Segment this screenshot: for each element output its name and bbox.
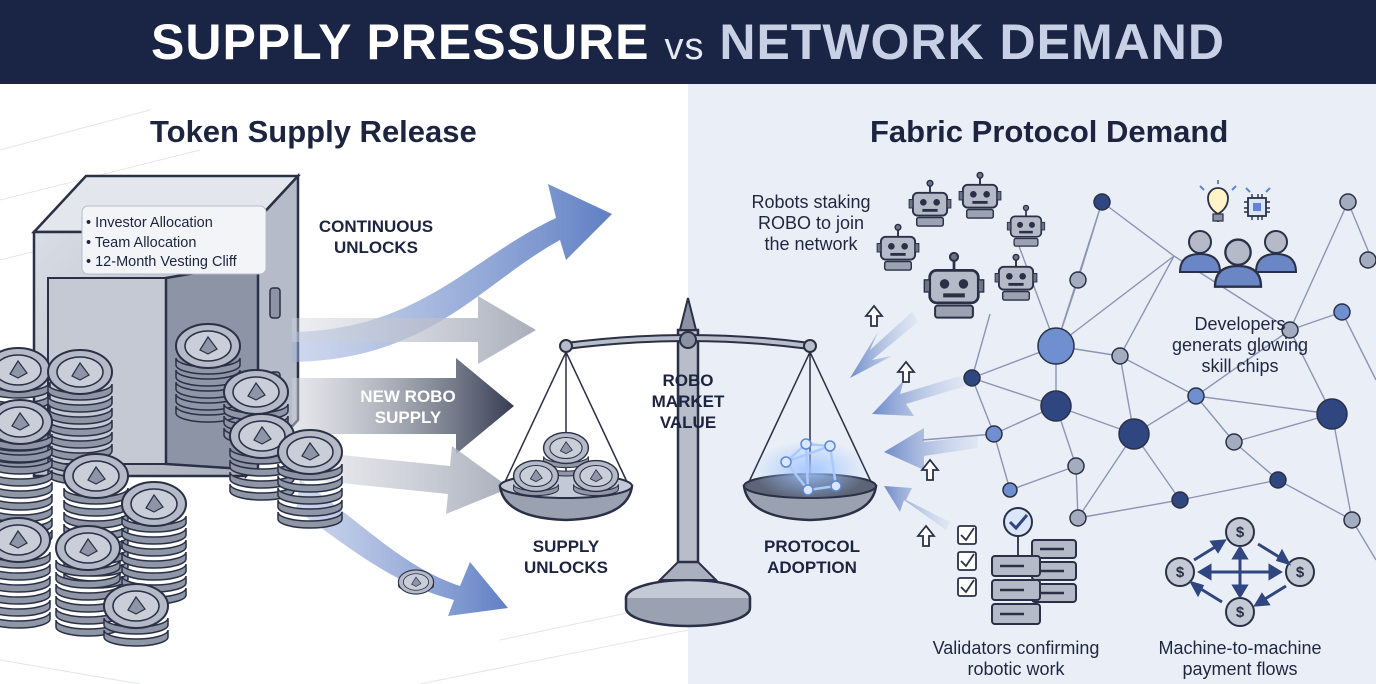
vault-item: • Team Allocation bbox=[86, 234, 197, 251]
validators-caption: Validators confirming robotic work bbox=[918, 638, 1114, 680]
chip-icon bbox=[1244, 187, 1271, 220]
gray-flow-arrow-lower bbox=[292, 446, 510, 514]
label-line: MARKET bbox=[651, 392, 725, 411]
vault-item-text: Team Allocation bbox=[94, 234, 197, 251]
new-supply-arrow bbox=[292, 358, 514, 454]
right-section-heading: Fabric Protocol Demand bbox=[870, 114, 1229, 149]
caption-line: generats glowing bbox=[1171, 335, 1309, 355]
label-line: PROTOCOL bbox=[763, 537, 861, 556]
label-line: SUPPLY bbox=[532, 537, 600, 556]
lightbulb-icon bbox=[1199, 180, 1237, 222]
robot-icon bbox=[876, 171, 1046, 319]
developers-caption: Developers generats glowing skill chips bbox=[1160, 314, 1320, 377]
server-icon bbox=[991, 539, 1077, 625]
glowing-network-icon bbox=[752, 438, 868, 500]
caption-line: robotic work bbox=[967, 659, 1065, 679]
protocol-adoption-label: PROTOCOL ADOPTION bbox=[750, 536, 874, 578]
label-line: UNLOCKS bbox=[523, 558, 609, 577]
title-left: SUPPLY PRESSURE bbox=[151, 14, 650, 70]
caption-line: payment flows bbox=[1182, 659, 1298, 679]
checkmark-icon bbox=[1003, 507, 1033, 556]
caption-line: Developers bbox=[1194, 314, 1286, 334]
network-graph bbox=[921, 193, 1376, 561]
caption-line: ROBO to join bbox=[757, 213, 865, 233]
title-right: NETWORK DEMAND bbox=[719, 14, 1225, 70]
payment-arrows bbox=[1188, 539, 1292, 607]
vault-item-text: 12-Month Vesting Cliff bbox=[95, 254, 237, 270]
vault-item-text: Investor Allocation bbox=[95, 215, 213, 231]
vault-item: • Investor Allocation bbox=[86, 215, 213, 231]
label-line: ADOPTION bbox=[767, 558, 857, 577]
title-vs: vs bbox=[664, 26, 705, 68]
vault-item: • 12-Month Vesting Cliff bbox=[86, 254, 237, 270]
checklist-icon bbox=[957, 525, 977, 597]
caption-line: the network bbox=[764, 234, 858, 254]
demand-arrows bbox=[850, 312, 978, 530]
vault-allocation-list: • Investor Allocation • Team Allocation … bbox=[86, 214, 237, 273]
continuous-unlocks-label: CONTINUOUS UNLOCKS bbox=[308, 216, 444, 258]
label-line: SUPPLY bbox=[374, 408, 442, 427]
new-robo-supply-label: NEW ROBO SUPPLY bbox=[346, 386, 470, 428]
label-line: CONTINUOUS bbox=[318, 217, 434, 236]
label-line: ROBO bbox=[662, 371, 714, 390]
up-arrow-icons bbox=[864, 304, 940, 547]
robots-caption: Robots staking ROBO to join the network bbox=[736, 192, 886, 255]
caption-line: Validators confirming bbox=[932, 638, 1100, 658]
caption-line: skill chips bbox=[1201, 356, 1279, 376]
label-line: VALUE bbox=[659, 413, 717, 432]
continuous-unlocks-arrow bbox=[292, 184, 612, 362]
flying-coin-icon bbox=[397, 569, 435, 595]
market-value-label: ROBO MARKET VALUE bbox=[640, 370, 736, 433]
header-banner: SUPPLY PRESSURE vs NETWORK DEMAND bbox=[0, 0, 1376, 84]
payments-caption: Machine-to-machine payment flows bbox=[1146, 638, 1334, 680]
gray-flow-arrow-upper bbox=[292, 296, 536, 364]
caption-line: Machine-to-machine bbox=[1158, 638, 1322, 658]
supply-unlocks-label: SUPPLY UNLOCKS bbox=[506, 536, 626, 578]
caption-line: Robots staking bbox=[751, 192, 871, 212]
developer-icon bbox=[1179, 230, 1297, 288]
blue-flow-arrow-lower bbox=[296, 480, 508, 616]
page-title: SUPPLY PRESSURE vs NETWORK DEMAND bbox=[0, 0, 1376, 84]
label-line: UNLOCKS bbox=[333, 238, 419, 257]
label-line: NEW ROBO bbox=[360, 387, 456, 406]
left-section-heading: Token Supply Release bbox=[150, 114, 477, 149]
